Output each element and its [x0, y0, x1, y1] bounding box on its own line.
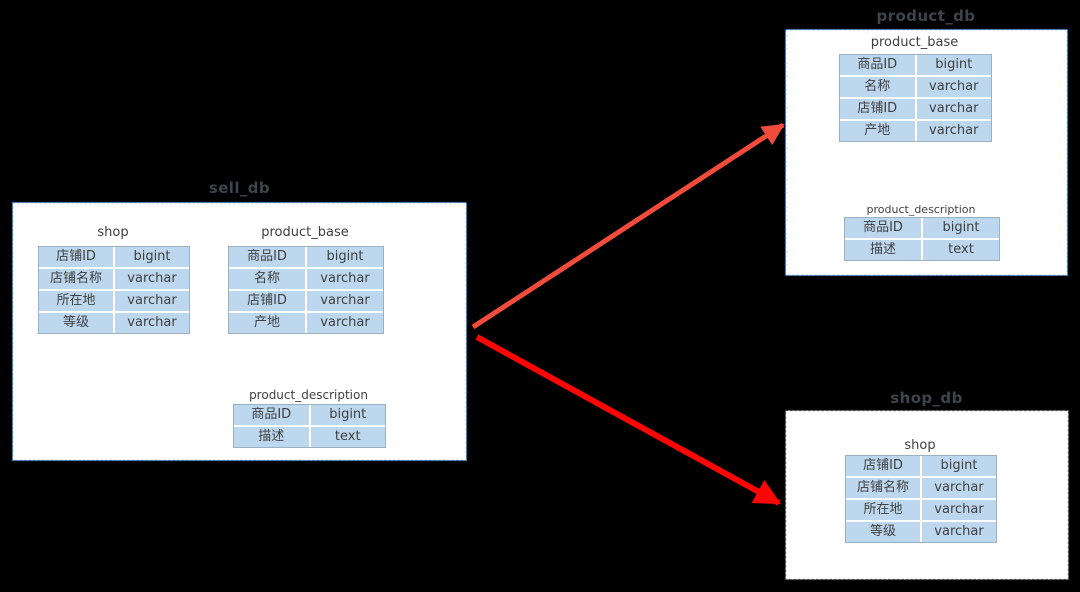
field-type-cell: text	[921, 240, 999, 260]
table-row: 商品ID bigint	[845, 218, 999, 238]
table-title-sell-shop: shop	[97, 225, 129, 240]
table-title-product-product-description: product_description	[866, 203, 976, 216]
field-name-cell: 名称	[253, 271, 280, 286]
table-row: 店铺ID varchar	[840, 97, 991, 119]
field-type-cell: varchar	[920, 522, 996, 542]
field-type-cell: varchar	[113, 269, 189, 289]
field-name-cell: 所在地	[56, 293, 96, 308]
field-type-cell: varchar	[305, 313, 383, 333]
table-row: 店铺ID varchar	[229, 289, 383, 311]
table-row: 所在地 varchar	[39, 289, 189, 311]
table-row: 店铺ID bigint	[846, 456, 996, 476]
split-arrow-to-shop-db	[475, 334, 782, 506]
table-row: 商品ID bigint	[234, 405, 385, 425]
table-sell-product-description: 商品ID bigint 描述 text	[233, 404, 386, 448]
db-title-product-db: product_db	[876, 7, 976, 25]
table-row: 描述 text	[234, 425, 385, 447]
field-type-cell: bigint	[305, 247, 383, 267]
table-shop-shop: 店铺ID bigint 店铺名称 varchar 所在地 varchar 等级 …	[845, 455, 997, 543]
table-row: 店铺名称 varchar	[39, 267, 189, 289]
field-type-cell: varchar	[914, 77, 992, 97]
field-type-cell: bigint	[308, 405, 386, 425]
table-title-sell-product-base: product_base	[261, 225, 349, 240]
table-row: 店铺名称 varchar	[846, 476, 996, 498]
field-type-cell: text	[308, 427, 386, 447]
field-type-cell: bigint	[113, 247, 189, 267]
field-name-cell: 商品ID	[857, 57, 898, 72]
table-title-shop-shop: shop	[904, 438, 936, 453]
split-arrow-to-product-db	[471, 122, 785, 330]
table-row: 商品ID bigint	[840, 55, 991, 75]
field-name-cell: 商品ID	[247, 249, 287, 264]
field-type-cell: varchar	[914, 121, 992, 141]
table-title-product-product-base: product_base	[870, 35, 959, 50]
table-row: 名称 varchar	[840, 75, 991, 97]
table-row: 产地 varchar	[229, 311, 383, 333]
table-row: 产地 varchar	[840, 119, 991, 141]
table-row: 等级 varchar	[846, 520, 996, 542]
field-type-cell: bigint	[921, 218, 999, 238]
field-type-cell: varchar	[914, 99, 992, 119]
table-row: 等级 varchar	[39, 311, 189, 333]
table-row: 描述 text	[845, 238, 999, 260]
db-title-shop-db: shop_db	[890, 389, 963, 407]
field-name-cell: 等级	[869, 524, 896, 539]
field-name-cell: 店铺ID	[857, 101, 898, 116]
table-row: 店铺ID bigint	[39, 247, 189, 267]
field-type-cell: varchar	[920, 478, 996, 498]
field-name-cell: 商品ID	[863, 220, 903, 235]
field-type-cell: varchar	[113, 313, 189, 333]
db-title-sell-db: sell_db	[208, 179, 271, 197]
field-name-cell: 商品ID	[251, 407, 292, 422]
table-product-product-base: 商品ID bigint 名称 varchar 店铺ID varchar 产地 v…	[839, 54, 992, 142]
field-name-cell: 描述	[869, 242, 896, 257]
field-name-cell: 描述	[258, 429, 285, 444]
field-name-cell: 产地	[864, 123, 891, 138]
field-type-cell: varchar	[113, 291, 189, 311]
table-product-product-description: 商品ID bigint 描述 text	[844, 217, 1000, 261]
table-row: 所在地 varchar	[846, 498, 996, 520]
field-type-cell: bigint	[914, 55, 992, 75]
field-name-cell: 店铺名称	[856, 480, 909, 495]
table-sell-shop: 店铺ID bigint 店铺名称 varchar 所在地 varchar 等级 …	[38, 246, 190, 334]
field-type-cell: varchar	[305, 269, 383, 289]
field-name-cell: 等级	[62, 315, 89, 330]
table-sell-product-base: 商品ID bigint 名称 varchar 店铺ID varchar 产地 v…	[228, 246, 384, 334]
table-row: 商品ID bigint	[229, 247, 383, 267]
field-name-cell: 店铺ID	[863, 458, 903, 473]
field-name-cell: 店铺名称	[49, 271, 102, 286]
field-name-cell: 店铺ID	[56, 249, 96, 264]
field-name-cell: 所在地	[863, 502, 903, 517]
table-row: 名称 varchar	[229, 267, 383, 289]
field-type-cell: varchar	[305, 291, 383, 311]
field-type-cell: bigint	[920, 456, 996, 476]
table-title-sell-product-description: product_description	[249, 388, 368, 402]
field-name-cell: 店铺ID	[247, 293, 287, 308]
field-name-cell: 名称	[864, 79, 891, 94]
field-type-cell: varchar	[920, 500, 996, 520]
field-name-cell: 产地	[253, 315, 280, 330]
